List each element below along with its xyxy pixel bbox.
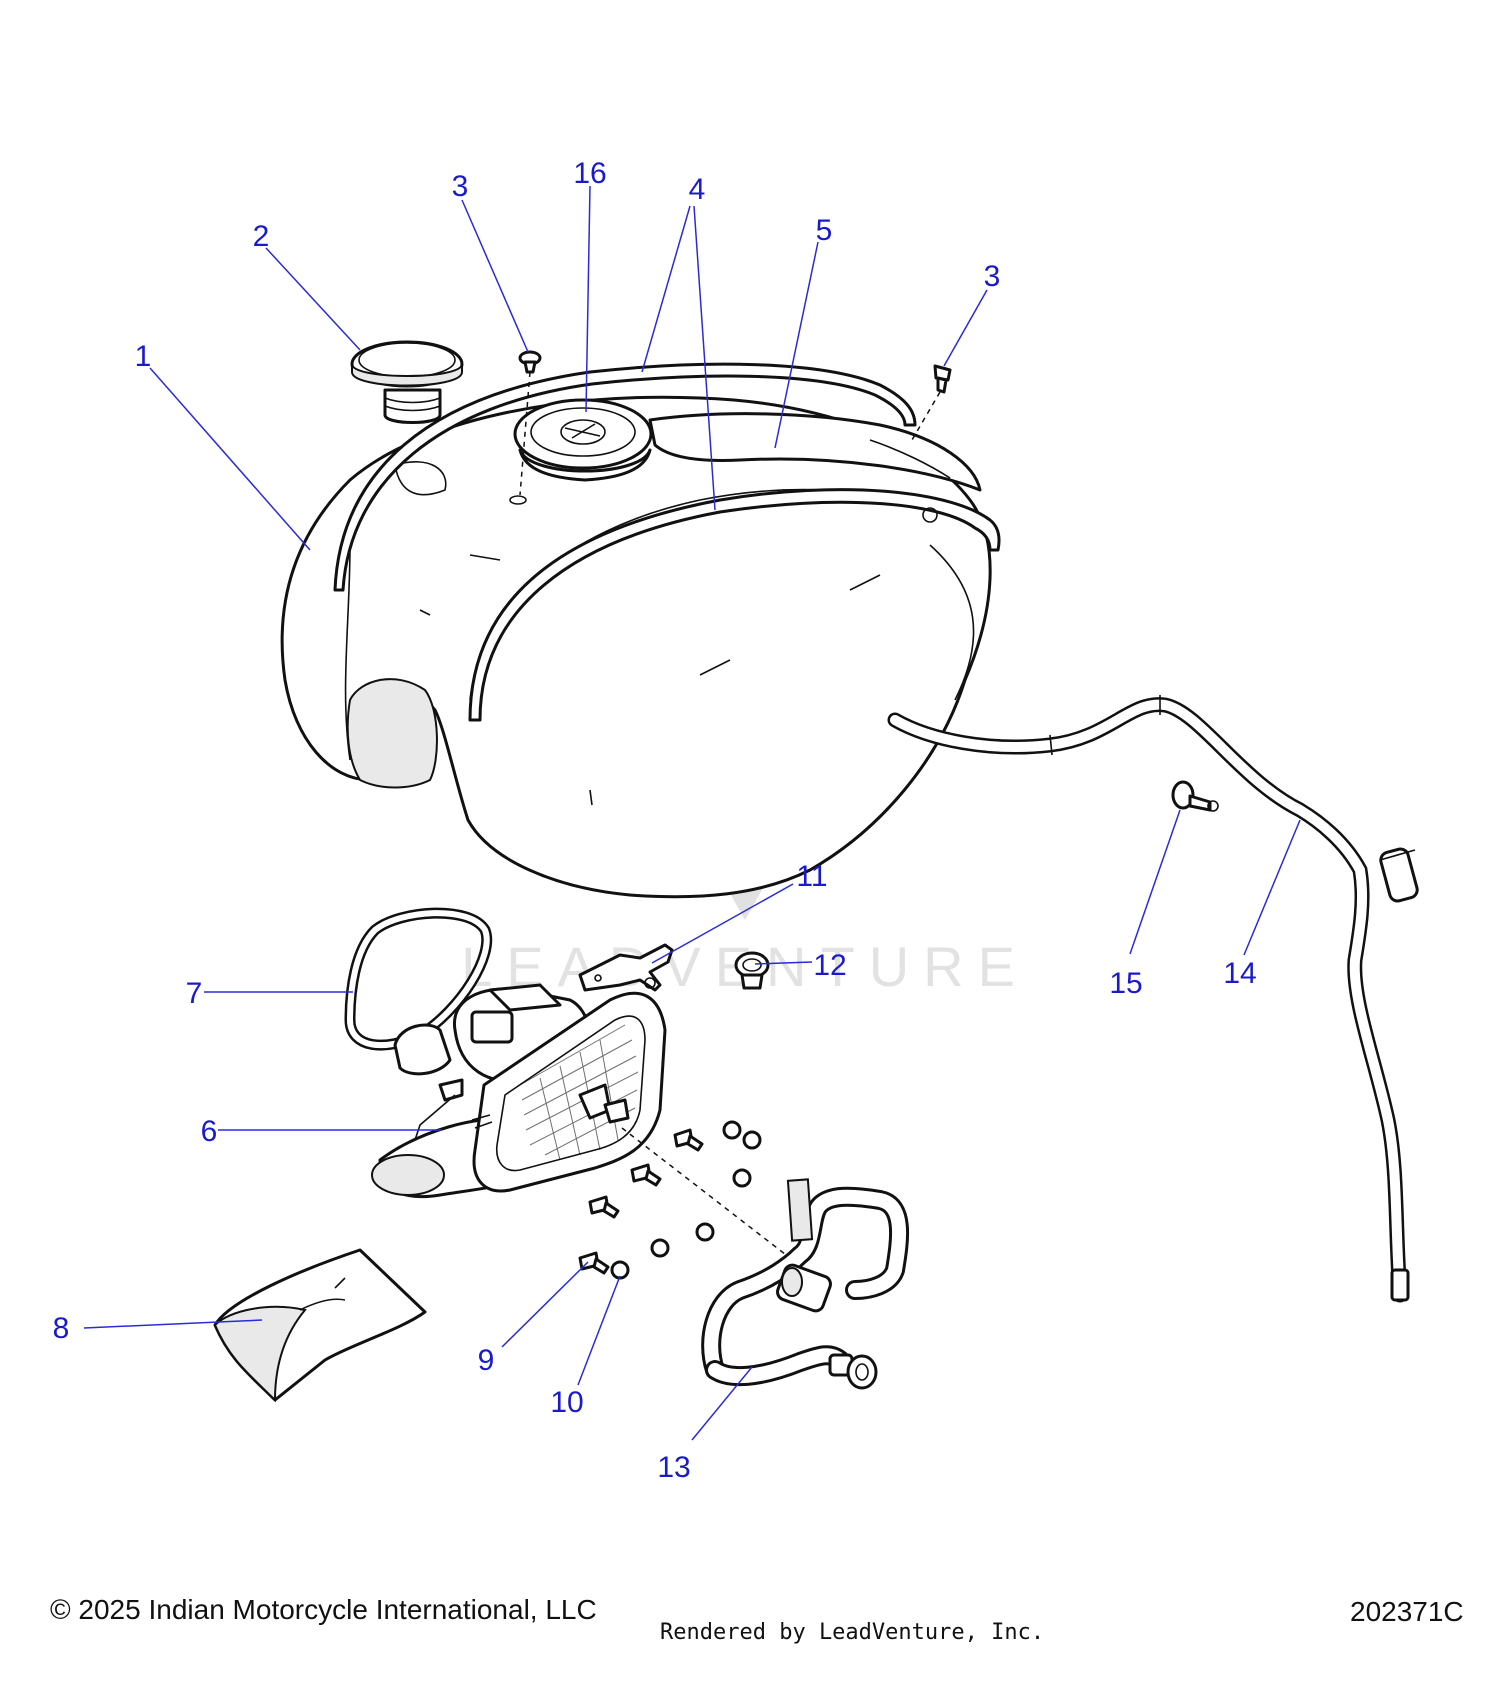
callout-5: 5: [816, 214, 833, 247]
callout-4: 4: [689, 173, 706, 206]
callout-12: 12: [813, 949, 846, 982]
fuel-line: [701, 1178, 910, 1390]
trim-strip: [333, 362, 1001, 722]
fuel-pump: [371, 983, 667, 1199]
flange-nuts: [610, 1120, 762, 1280]
callout-labels: 1 2 3 16 4 5 3 11 12 7 6 15 14 8 9 10 13: [53, 157, 1257, 1484]
callout-8: 8: [53, 1312, 70, 1345]
callout-3-left: 3: [452, 170, 469, 203]
bracket: [578, 943, 674, 992]
screw-right: [911, 364, 952, 441]
callout-1: 1: [135, 340, 152, 373]
leader-lines: [83, 185, 1301, 1441]
callout-11: 11: [796, 860, 827, 893]
callout-2: 2: [253, 220, 270, 253]
tank-badge: [513, 398, 653, 482]
hose-clamp: [734, 951, 770, 990]
callout-14: 14: [1223, 957, 1256, 990]
diagram-id: 202371C: [1350, 1596, 1464, 1627]
callout-6: 6: [201, 1115, 218, 1148]
callout-15: 15: [1109, 967, 1142, 1000]
fuel-cap: [350, 340, 464, 424]
screw-left: [509, 350, 542, 505]
callout-13: 13: [657, 1451, 690, 1484]
callout-9: 9: [478, 1344, 495, 1377]
callout-3-right: 3: [984, 260, 1001, 293]
vent-hose: [887, 695, 1419, 1303]
copyright-text: © 2025 Indian Motorcycle International, …: [50, 1594, 597, 1625]
hose-clip: [1171, 780, 1219, 812]
callout-7: 7: [186, 977, 203, 1010]
rendered-by-text: Rendered by LeadVenture, Inc.: [660, 1620, 1045, 1645]
callout-10: 10: [550, 1386, 583, 1419]
heat-shield: [213, 1248, 427, 1403]
callout-16: 16: [573, 157, 606, 190]
tank-console: [648, 412, 982, 523]
